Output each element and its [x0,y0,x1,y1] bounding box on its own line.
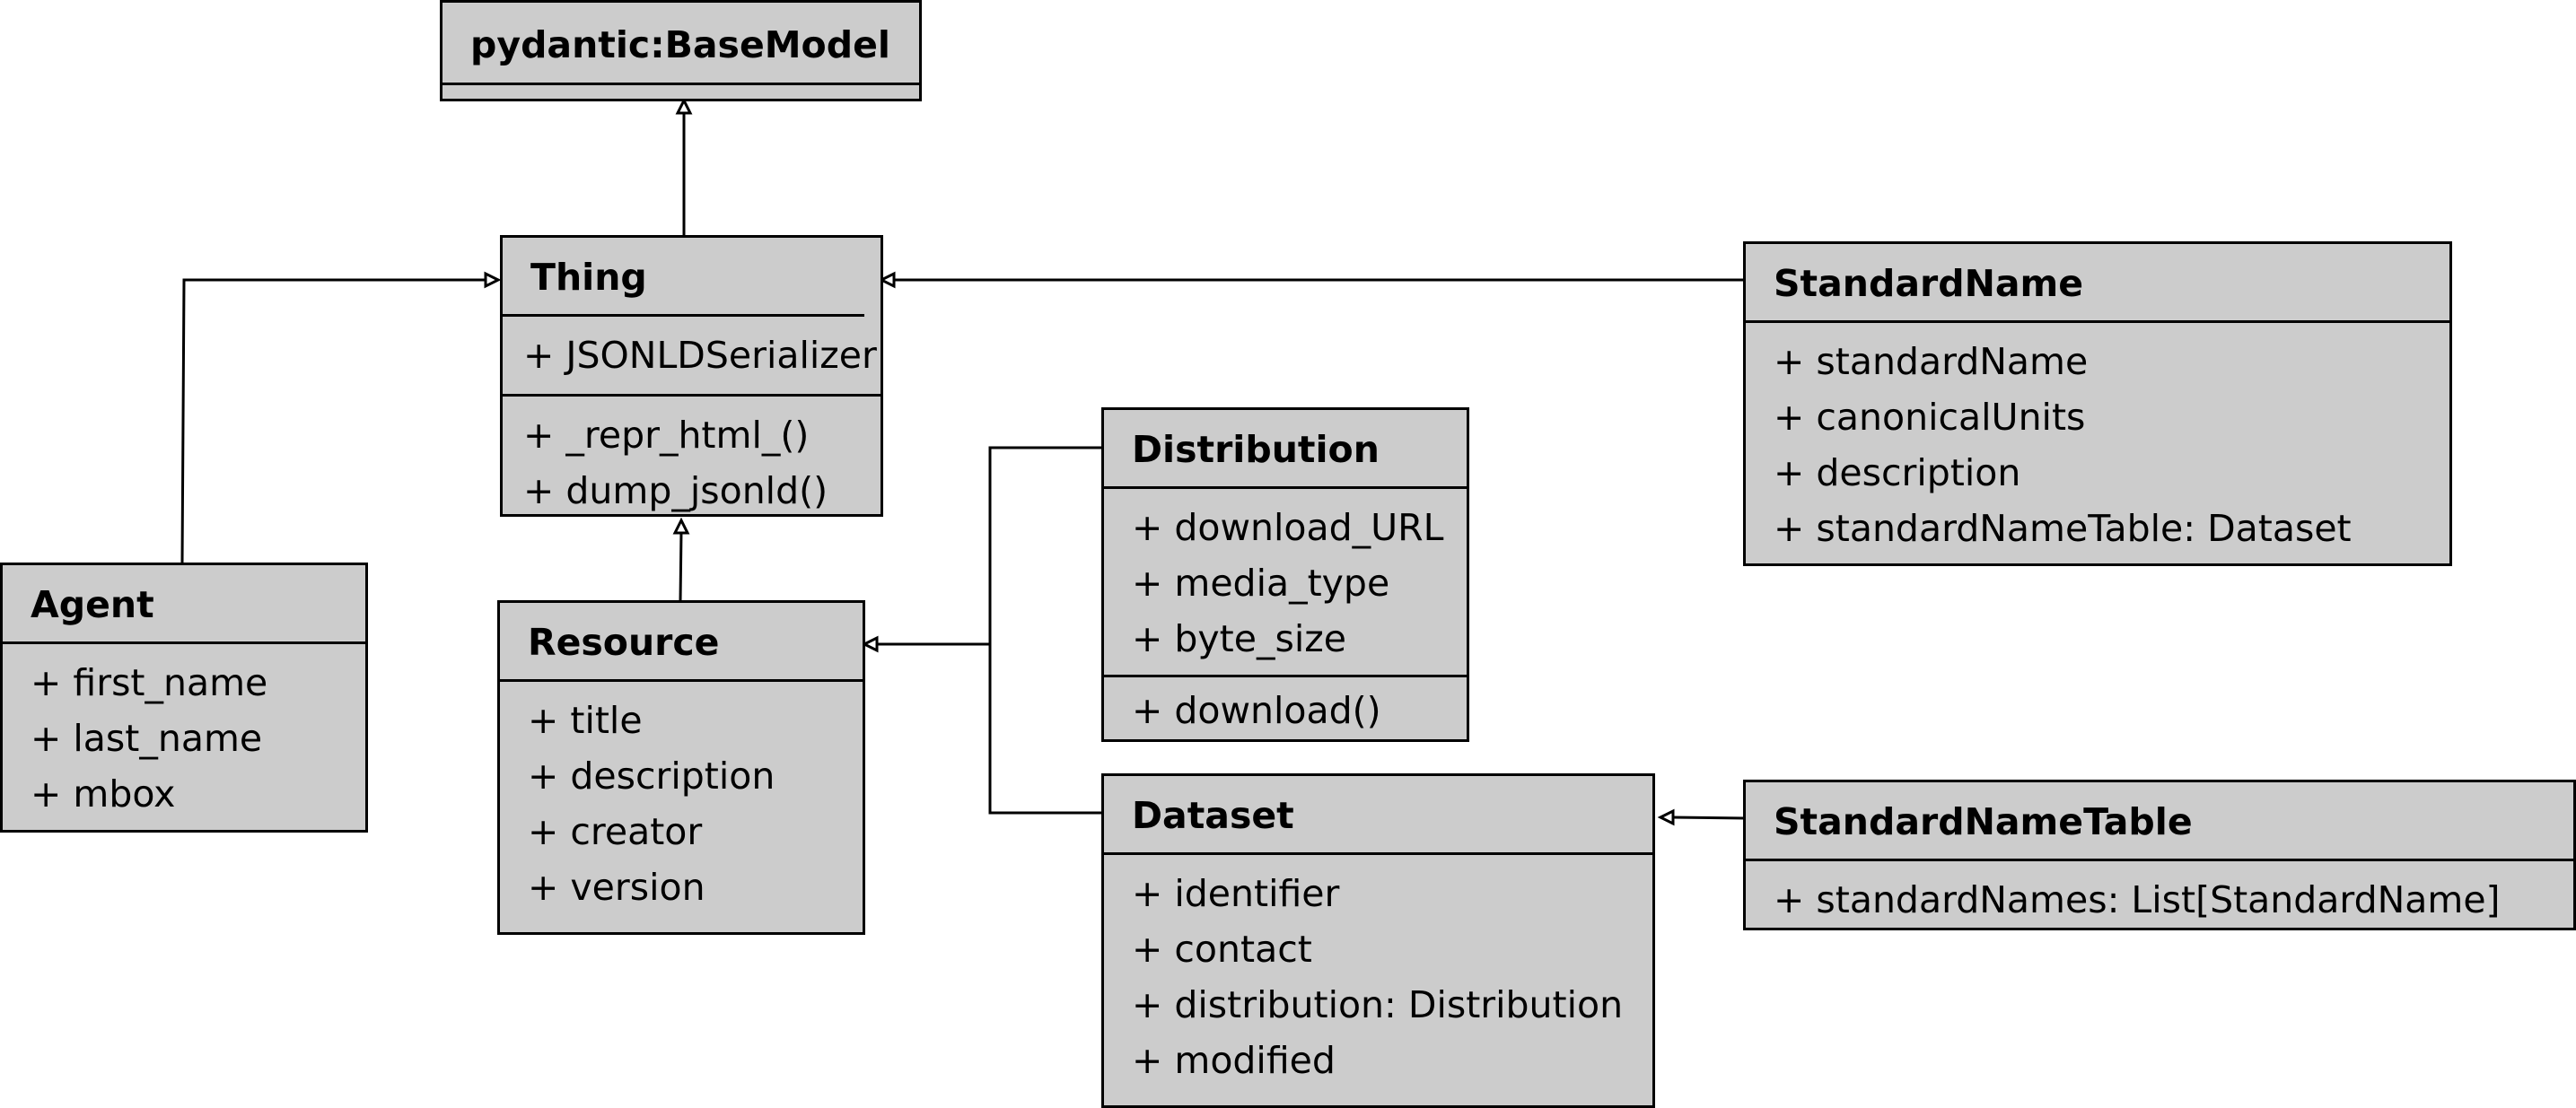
class-name: StandardNameTable [1746,782,2573,861]
attribute: + modified [1132,1039,1336,1082]
class-name: StandardName [1746,244,2449,323]
arrowhead-thing-right [878,271,896,289]
class-dataset: Dataset + identifier + contact + distrib… [1101,773,1655,1108]
class-thing: Thing + JSONLDSerializer + _repr_html_()… [500,235,883,517]
attribute: + first_name [31,661,268,704]
arrowhead-basemodel [675,97,693,115]
class-resource: Resource + title + description + creator… [497,600,865,935]
attributes-compartment: + standardName + canonicalUnits + descri… [1746,323,2449,556]
edge-distribution-resource [988,446,1102,644]
attribute: + standardNames: List[StandardName] [1774,878,2501,921]
attribute: + identifier [1132,872,1340,915]
attribute: + download_URL [1132,506,1444,549]
class-name: Dataset [1104,776,1652,855]
arrowhead-thing-bottom [672,517,690,535]
class-basemodel: pydantic:BaseModel [440,0,922,101]
attribute: + title [528,699,643,742]
attribute: + creator [528,810,703,853]
attribute: + version [528,866,705,909]
edge-dataset-resource [988,644,1102,815]
attribute: + contact [1132,928,1312,971]
class-distribution: Distribution + download_URL + media_type… [1101,407,1469,742]
attribute: + last_name [31,717,263,760]
class-name: Distribution [1104,410,1467,489]
class-standardnametable: StandardNameTable + standardNames: List[… [1743,780,2576,930]
attributes-compartment: + JSONLDSerializer [503,317,877,394]
class-name: Thing [503,238,864,317]
method: + download() [1132,689,1381,732]
attribute: + description [528,755,775,798]
methods-compartment: + _repr_html_() + dump_jsonld() [503,394,881,519]
edge-agent-thing [180,278,486,563]
method: + _repr_html_() [523,414,810,457]
class-name: Resource [500,603,863,682]
arrowhead-dataset [1657,808,1675,826]
attributes-compartment: + title + description + creator + versio… [500,682,863,915]
class-name: pydantic:BaseModel [442,3,919,85]
attribute: + JSONLDSerializer [523,334,877,377]
attribute: + byte_size [1132,617,1346,660]
attribute: + standardNameTable: Dataset [1774,507,2352,550]
class-agent: Agent + first_name + last_name + mbox [0,563,368,833]
attributes-compartment: + standardNames: List[StandardName] [1746,861,2573,928]
edge-resource-thing [679,530,683,602]
attribute: + mbox [31,772,176,816]
edge-standardnametable-dataset [1671,816,1746,820]
methods-compartment: + download() [1104,675,1467,738]
attributes-compartment: + download_URL + media_type + byte_size [1104,489,1467,675]
attributes-compartment: + identifier + contact + distribution: D… [1104,855,1652,1088]
arrowhead-resource [861,635,879,653]
attribute: + media_type [1132,562,1390,605]
attributes-compartment: + first_name + last_name + mbox [3,644,365,822]
attribute: + canonicalUnits [1774,396,2086,439]
method: + dump_jsonld() [523,469,828,512]
class-standardname: StandardName + standardName + canonicalU… [1743,241,2452,566]
attribute: + description [1774,451,2021,494]
attribute: + distribution: Distribution [1132,983,1624,1026]
class-name: Agent [3,565,365,644]
arrowhead-thing-left [484,271,502,289]
attribute: + standardName [1774,340,2089,383]
